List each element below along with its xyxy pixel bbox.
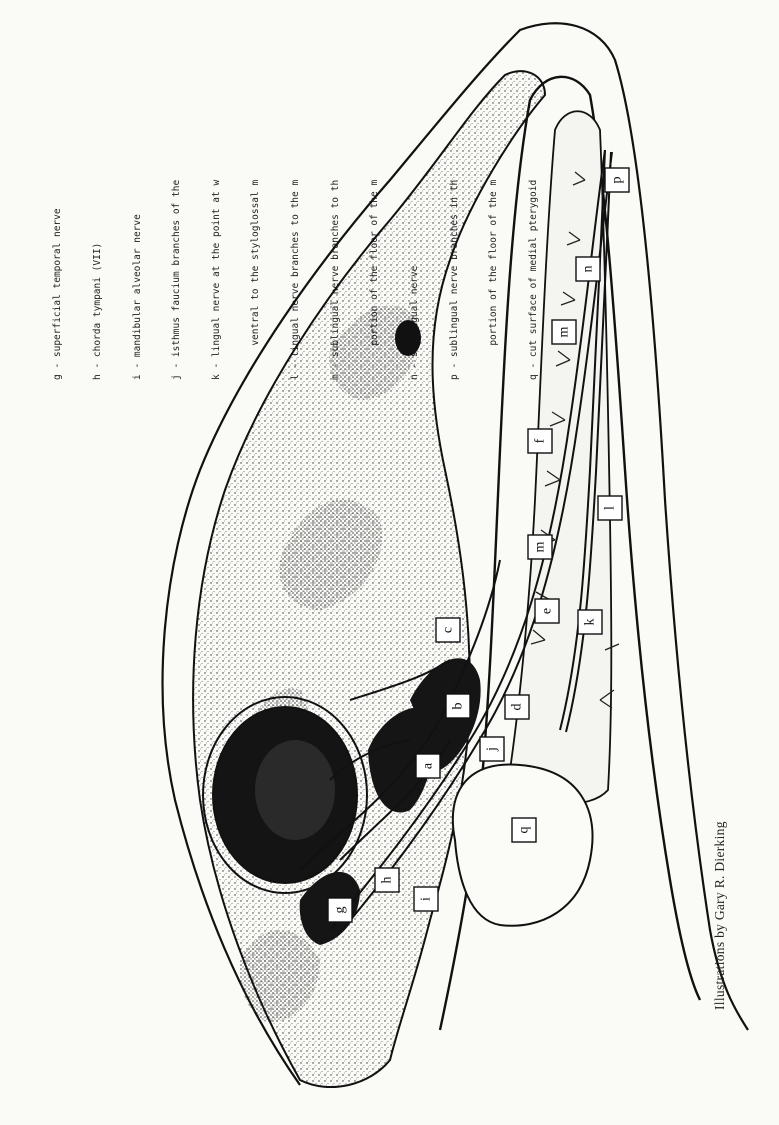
illustration-credit: Illustrations by Gary R. Dierking <box>712 821 728 1010</box>
label-p: p <box>605 168 629 192</box>
label-b: b <box>446 694 470 718</box>
foramen <box>395 320 421 356</box>
label-a: a <box>416 754 440 778</box>
label-l-text: l <box>603 506 618 510</box>
label-l: l <box>598 496 622 520</box>
label-i-text: i <box>419 897 434 901</box>
label-q: q <box>512 818 536 842</box>
label-j-text: j <box>485 747 500 752</box>
label-c-text: c <box>441 627 456 633</box>
pterygoid-cut-surface <box>453 764 593 925</box>
skull-body <box>193 71 545 1087</box>
label-m2-text: m <box>557 326 572 337</box>
label-m1-text: m <box>533 541 548 552</box>
label-q-text: q <box>517 827 532 834</box>
label-k: k <box>578 610 602 634</box>
label-k-text: k <box>583 619 598 626</box>
label-m2: m <box>552 320 576 344</box>
label-n: n <box>576 257 600 281</box>
label-g: g <box>328 898 352 922</box>
label-n-text: n <box>581 266 596 273</box>
label-f: f <box>528 429 552 453</box>
label-j: j <box>480 737 504 761</box>
label-h-text: h <box>380 877 395 884</box>
label-b-text: b <box>451 703 466 710</box>
label-g-text: g <box>333 907 348 914</box>
label-d: d <box>505 695 529 719</box>
label-m1: m <box>528 535 552 559</box>
label-a-text: a <box>421 762 436 769</box>
label-d-text: d <box>510 704 525 711</box>
label-c: c <box>436 618 460 642</box>
label-p-text: p <box>610 177 625 184</box>
label-e: e <box>535 599 559 623</box>
label-i: i <box>414 887 438 911</box>
label-e-text: e <box>540 608 555 614</box>
label-f-text: f <box>533 438 548 443</box>
orbit <box>203 697 367 893</box>
label-h: h <box>375 868 399 892</box>
